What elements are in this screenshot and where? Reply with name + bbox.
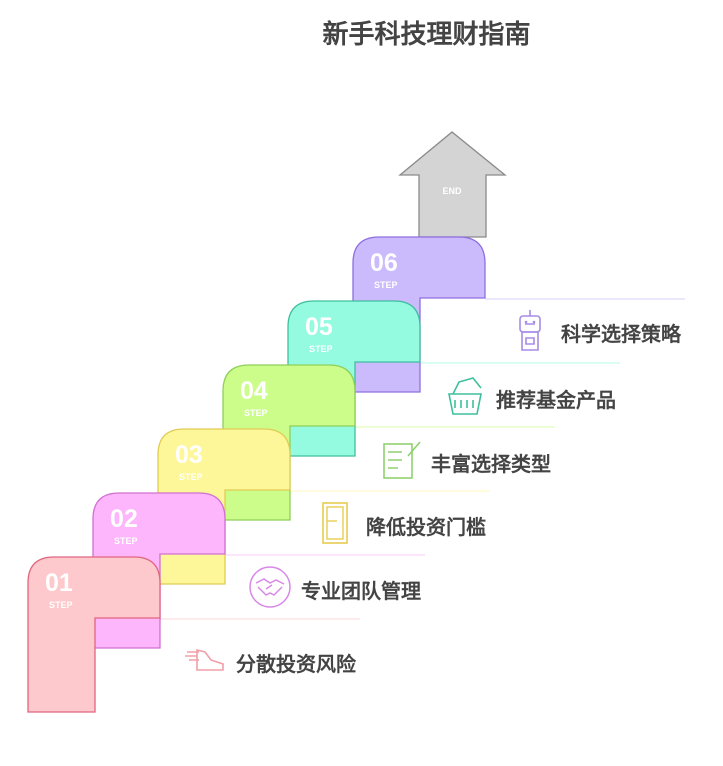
step-caption: STEP [179, 472, 203, 482]
end-arrow [398, 131, 507, 238]
sneaker-icon [185, 648, 224, 671]
end-label: END [442, 186, 462, 196]
step-caption: STEP [244, 408, 268, 418]
row-divider [420, 362, 620, 364]
checklist-icon [383, 441, 421, 479]
handshake-icon [249, 566, 291, 608]
step-label: 降低投资门槛 [366, 515, 486, 539]
step-label: 专业团队管理 [301, 579, 421, 603]
step-01-block [27, 556, 161, 713]
step-label: 科学选择策略 [561, 322, 681, 346]
robot-icon [519, 310, 541, 351]
step-number: 04 [240, 377, 268, 405]
row-divider [160, 618, 360, 620]
step-caption: STEP [374, 280, 398, 290]
row-divider [290, 490, 490, 492]
step-caption: STEP [114, 536, 138, 546]
step-caption: STEP [309, 344, 333, 354]
page-title: 新手科技理财指南 [322, 20, 531, 50]
step-number: 03 [175, 441, 203, 469]
money-basket-icon [448, 377, 482, 415]
step-label: 丰富选择类型 [431, 452, 551, 476]
step-label: 分散投资风险 [236, 652, 356, 676]
step-number: 01 [45, 569, 73, 597]
row-divider [485, 298, 685, 300]
row-divider [225, 554, 425, 556]
step-number: 05 [305, 313, 333, 341]
step-label: 推荐基金产品 [496, 388, 616, 412]
step-number: 02 [110, 505, 138, 533]
row-divider [355, 426, 555, 428]
step-caption: STEP [49, 600, 73, 610]
door-icon [322, 502, 348, 544]
step-number: 06 [370, 249, 398, 277]
